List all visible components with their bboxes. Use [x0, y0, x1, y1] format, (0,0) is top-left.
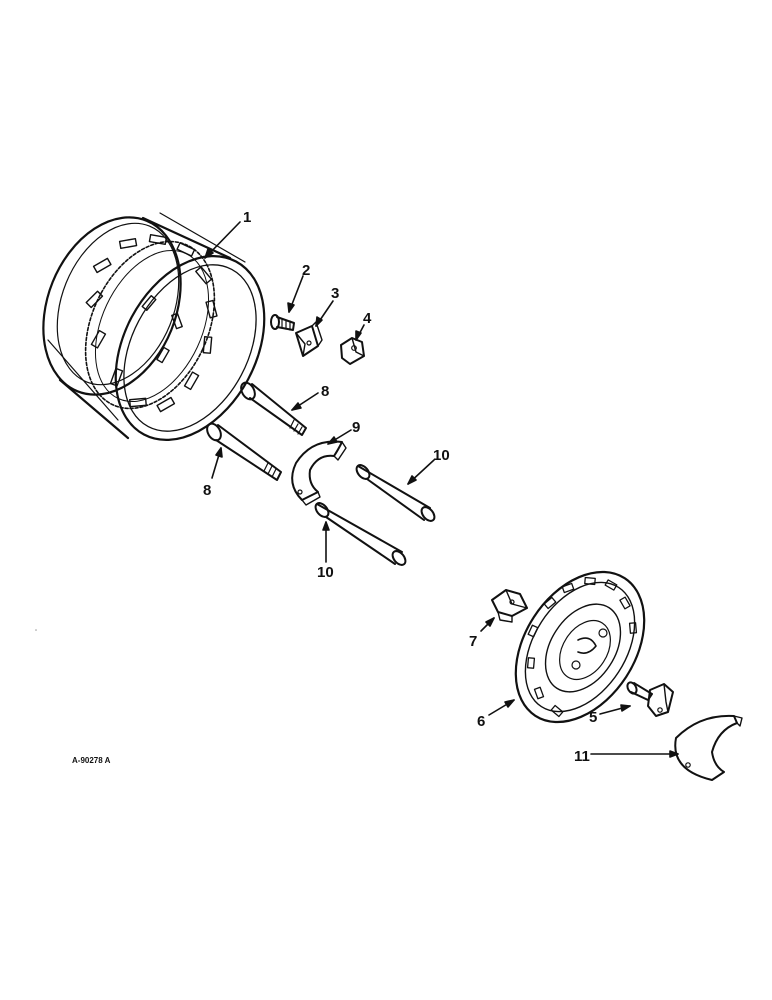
reference-code: A-90278 A	[72, 756, 111, 765]
callout-7: 7	[469, 633, 477, 650]
leader-lines	[204, 221, 679, 758]
weight-segment-part-11	[674, 714, 743, 781]
callout-5: 5	[589, 709, 597, 726]
callout-6: 6	[477, 713, 485, 730]
bolt-part-8-upper	[240, 381, 307, 436]
callout-1: 1	[243, 209, 251, 226]
tube-part-10-lower	[314, 502, 407, 566]
wheel-rim	[42, 212, 266, 442]
callout-3: 3	[331, 285, 339, 302]
bolt-part-8-lower	[206, 422, 282, 481]
clamp-part-3	[295, 321, 323, 357]
callout-labels: 1 2 3 4 5 6 7 8 8 9 10 10 11	[203, 209, 597, 765]
clamp-part-4	[340, 337, 365, 365]
callout-8-upper: 8	[321, 383, 329, 400]
callout-9: 9	[352, 419, 360, 436]
callout-4: 4	[363, 310, 372, 327]
bolt-part-2	[270, 314, 295, 331]
callout-2: 2	[302, 262, 310, 279]
callout-11: 11	[574, 748, 590, 765]
callout-8-lower: 8	[203, 482, 211, 499]
weight-segment-part-9	[291, 440, 347, 506]
callout-10-upper: 10	[433, 447, 450, 464]
tube-part-10-upper	[355, 464, 436, 522]
stray-mark	[35, 629, 37, 631]
callout-10-lower: 10	[317, 564, 334, 581]
clamp-part-7	[491, 589, 528, 623]
bolt-clamp-part-5	[626, 681, 674, 717]
wheel-disc-part-6	[514, 570, 646, 724]
